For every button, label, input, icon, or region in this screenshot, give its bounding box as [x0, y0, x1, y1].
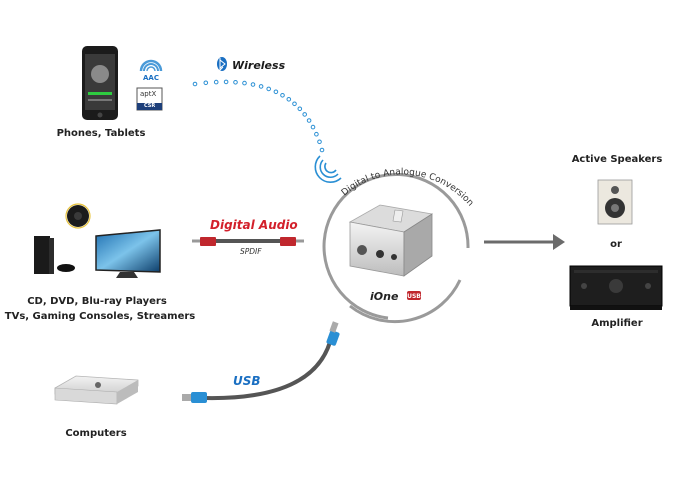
wireless-dot	[213, 79, 219, 85]
aptx-logo-icon	[136, 87, 163, 111]
wireless-dot	[319, 147, 325, 153]
wireless-dot	[286, 97, 292, 102]
product-badge: USB	[407, 293, 421, 300]
bluetooth-icon	[217, 57, 227, 72]
usb-label: USB	[233, 374, 261, 388]
csr-label: CSR	[144, 103, 156, 109]
wireless-dot	[314, 131, 319, 137]
wireless-dot	[223, 79, 229, 85]
wireless-dot	[258, 84, 264, 89]
wireless-dot	[266, 86, 272, 92]
wireless-dot	[203, 80, 209, 86]
wireless-dot	[242, 80, 247, 86]
active-speakers-label: Active Speakers	[571, 154, 663, 165]
wireless-signal-dots	[192, 79, 325, 153]
wireless-label: Wireless	[232, 59, 286, 72]
dac-device-icon	[348, 204, 434, 277]
usb-cable	[182, 321, 340, 403]
wireless-dot	[310, 124, 316, 130]
aptx-label: aptX	[140, 90, 157, 98]
wireless-dot	[273, 89, 279, 95]
phones-tablets-label: Phones, Tablets	[56, 128, 146, 139]
wireless-dot	[292, 101, 297, 107]
spdif-label: SPDIF	[240, 247, 262, 256]
product-name: iOne	[370, 290, 399, 303]
wireless-dot	[192, 81, 198, 87]
spdif-cable	[192, 237, 304, 246]
aac-logo-icon	[139, 59, 163, 72]
players-label-line2: TVs, Gaming Consoles, Streamers	[4, 311, 196, 322]
tv-icon	[95, 229, 161, 278]
wireless-dot	[280, 93, 285, 98]
chromecast-icon	[65, 203, 91, 229]
wireless-dot	[250, 82, 256, 87]
wireless-dot	[306, 118, 312, 123]
aac-label: AAC	[143, 74, 159, 82]
amplifier-icon	[569, 265, 663, 310]
digital-audio-label: Digital Audio	[210, 218, 298, 232]
amplifier-label: Amplifier	[591, 318, 643, 329]
computers-label: Computers	[65, 428, 127, 439]
output-arrow	[484, 234, 565, 250]
smartphone-icon	[82, 46, 118, 120]
wireless-dot	[297, 106, 303, 112]
product-logo: iOne USB	[370, 290, 421, 303]
wireless-receiver-icon	[314, 155, 342, 183]
mac-mini-icon	[54, 375, 139, 405]
wireless-dot	[233, 80, 238, 85]
game-console-icon	[34, 236, 75, 274]
wireless-dot	[302, 112, 308, 117]
wireless-dot	[317, 139, 322, 145]
or-label: or	[610, 239, 622, 250]
speaker-icon	[597, 179, 633, 225]
players-label-line1: CD, DVD, Blu-ray Players	[27, 296, 167, 307]
